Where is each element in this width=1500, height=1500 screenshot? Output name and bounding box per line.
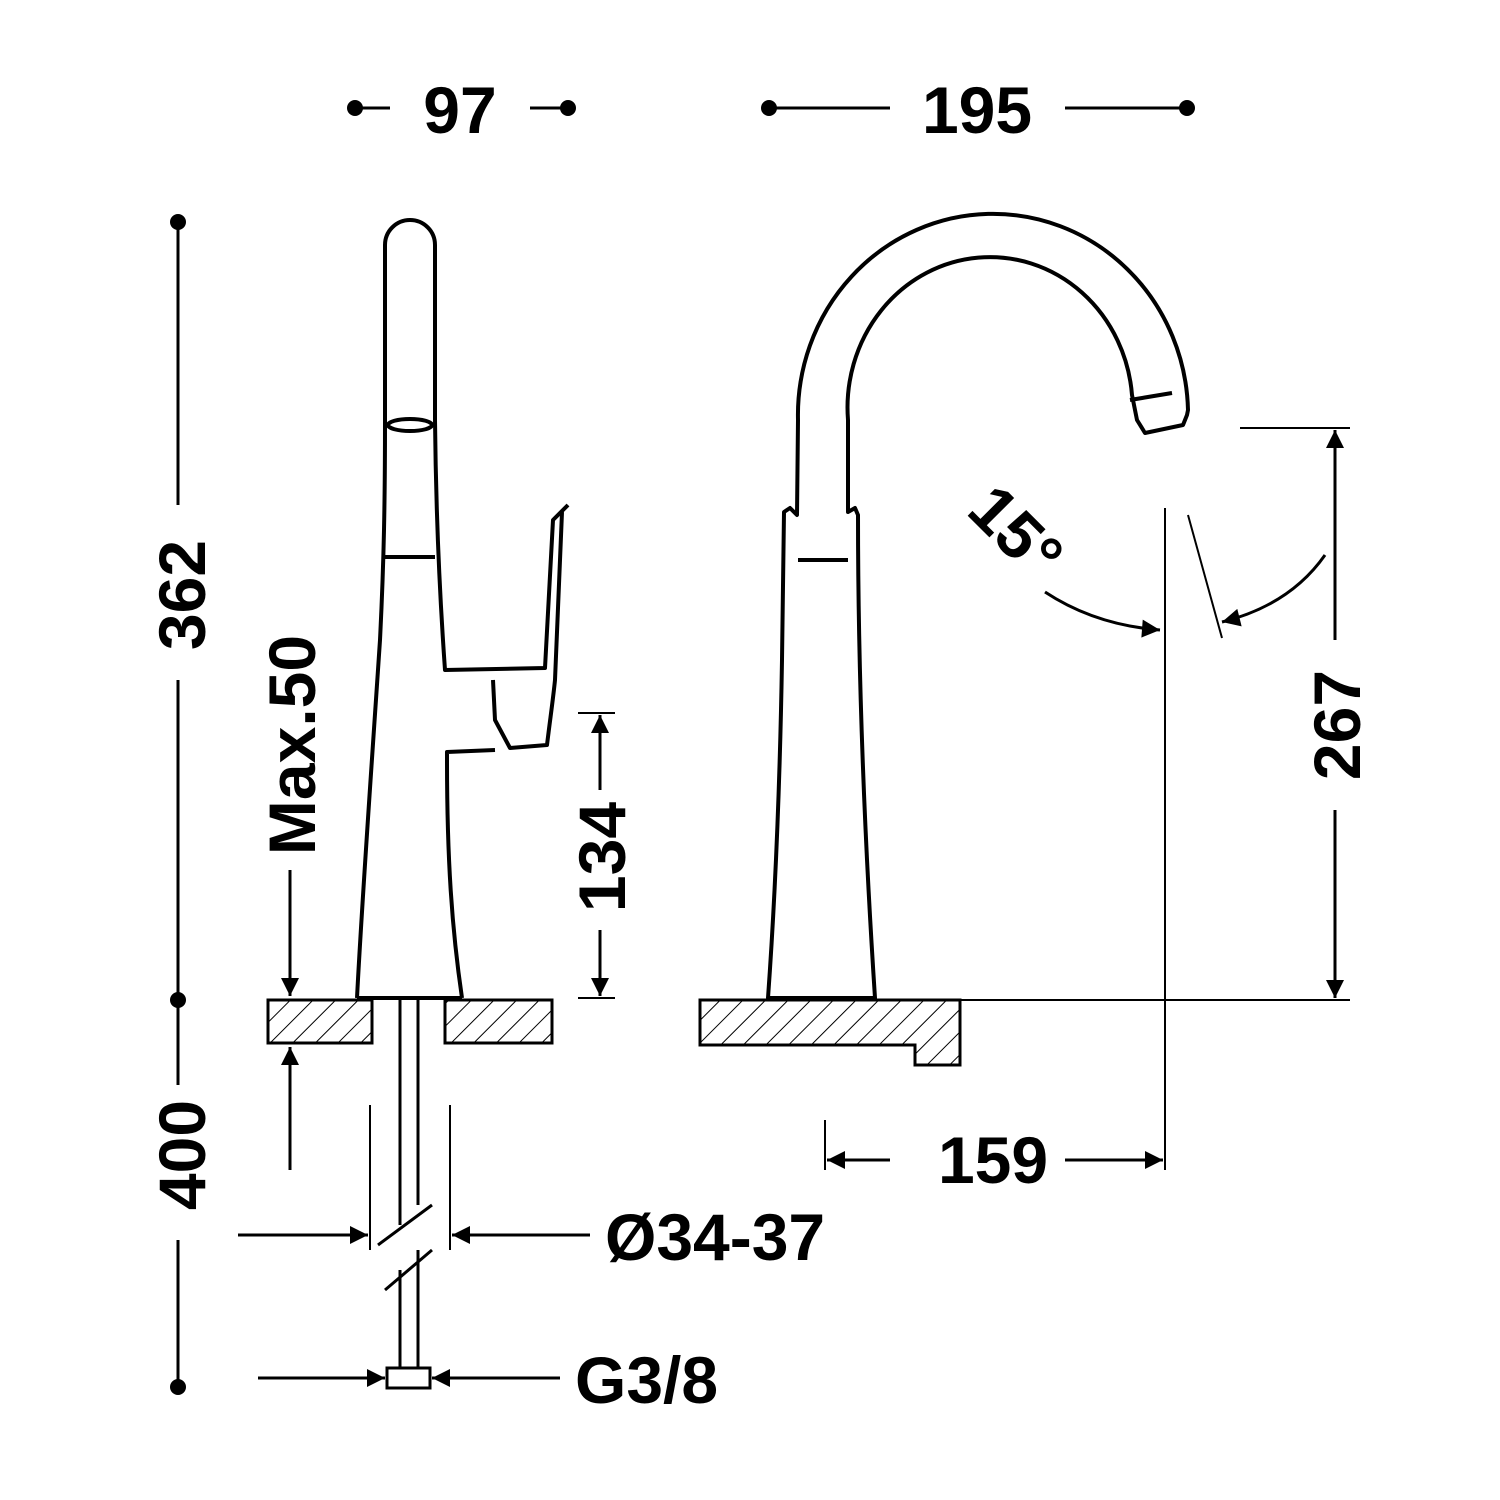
label-spout-height: 267 bbox=[1300, 670, 1374, 780]
label-front-width: 195 bbox=[922, 73, 1032, 147]
dimension-connection: G3/8 bbox=[258, 1343, 718, 1417]
dimension-total-height: 362 400 bbox=[145, 214, 219, 1395]
countertop-section-right bbox=[698, 998, 962, 1067]
label-hole-diameter: Ø34-37 bbox=[605, 1200, 825, 1274]
label-hose-length: 400 bbox=[145, 1100, 219, 1210]
faucet-front-view bbox=[766, 211, 1190, 1000]
dimension-hole-diameter: Ø34-37 bbox=[238, 1200, 825, 1274]
countertop-section-left bbox=[266, 998, 554, 1045]
label-spout-reach: 159 bbox=[938, 1123, 1048, 1197]
label-swivel-angle: 15° bbox=[955, 470, 1078, 593]
supply-hose bbox=[369, 1000, 451, 1390]
dimension-spout-height: 267 bbox=[1300, 430, 1374, 998]
dimension-max-counter: Max.50 bbox=[255, 635, 329, 1170]
dimension-side-width: 97 bbox=[347, 73, 576, 147]
dimension-lever-height: 134 bbox=[565, 712, 639, 999]
swivel-axis-line bbox=[1187, 514, 1223, 639]
label-lever-height: 134 bbox=[565, 802, 639, 912]
label-total-height: 362 bbox=[145, 540, 219, 650]
dimension-swivel-angle: 15° bbox=[955, 470, 1327, 638]
dimension-front-width: 195 bbox=[761, 73, 1195, 147]
faucet-side-view bbox=[355, 218, 570, 1000]
label-side-width: 97 bbox=[423, 73, 496, 147]
label-connection: G3/8 bbox=[575, 1343, 718, 1417]
dimension-spout-reach: 159 bbox=[824, 1120, 1163, 1197]
label-max-counter: Max.50 bbox=[255, 635, 329, 855]
